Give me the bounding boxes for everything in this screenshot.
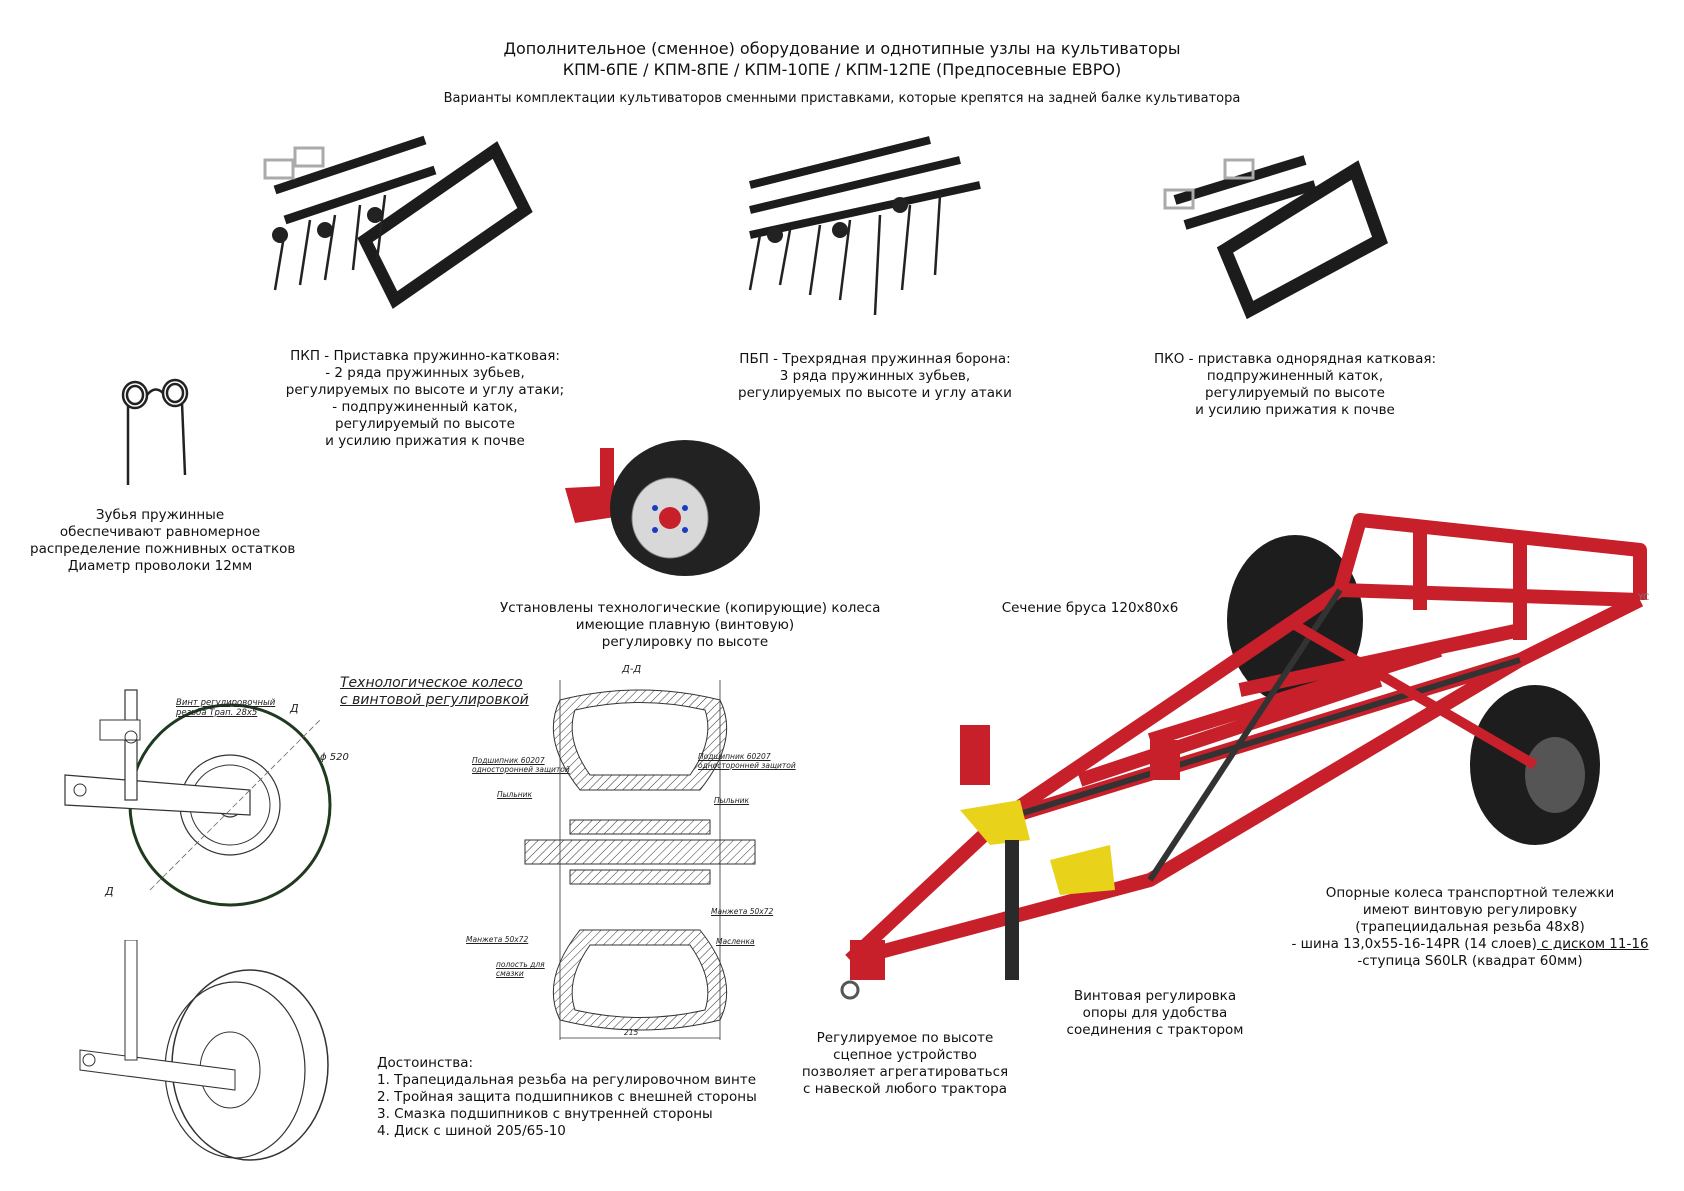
caption-line: - подпружиненный каток, [332, 399, 518, 415]
screw-label-line: Винт регулировочный [176, 698, 276, 708]
advantages-title: Достоинства: [377, 1055, 474, 1071]
spring-teeth-caption: Зубья пружинные обеспечивают равномерное… [30, 507, 296, 575]
label-line: односторонней защитой [698, 761, 796, 770]
pkp-caption: ПКП - Приставка пружинно-катковая: - 2 р… [260, 348, 590, 450]
tire-disc: с диском 11-16 [1536, 936, 1649, 952]
label-line: односторонней защитой [472, 765, 570, 774]
screw-label: Винт регулировочный резьба Трап. 28х5 [176, 698, 275, 718]
transport-frame-image [840, 513, 1647, 1000]
section-mark-bottom: Д [105, 885, 114, 898]
tire-line: - шина 13,0х55-16-14PR (14 слоев) с диск… [1270, 936, 1670, 953]
diameter-label: ϕ 520 [320, 752, 349, 763]
title-line-1: Дополнительное (сменное) оборудование и … [503, 39, 1181, 58]
label-line: Подшипник 60207 [472, 756, 545, 765]
header: Дополнительное (сменное) оборудование и … [0, 38, 1684, 80]
advantage-item: 1. Трапецидальная резьба на регулировочн… [377, 1072, 757, 1088]
beam-section-label: Сечение бруса 120х80х6 [1001, 600, 1179, 616]
advantages: Достоинства: 1. Трапецидальная резьба на… [377, 1055, 757, 1140]
wheel-iso-drawing [79, 940, 329, 1161]
drawing-title-line: Технологическое колесо [340, 675, 523, 691]
wheel-section-drawing [524, 680, 756, 1040]
section-mark-top: Д [290, 702, 299, 715]
cuff-left-label: Манжета 50х72 [466, 935, 529, 944]
caption-line: подпружиненный каток, [1206, 368, 1384, 384]
transport-caption: Опорные колеса транспортной тележки имею… [1270, 885, 1670, 970]
caption-line: соединения с трактором [1066, 1022, 1244, 1038]
bearing-left-label: Подшипник 60207 односторонней защитой [472, 756, 570, 774]
caption-line: Регулируемое по высоте [816, 1030, 994, 1046]
caption-line: ПКО - приставка однорядная катковая: [1153, 351, 1437, 367]
advantage-item: 3. Смазка подшипников с внутренней сторо… [377, 1106, 713, 1122]
section-title: Д-Д [622, 664, 642, 675]
caption-line: Зубья пружинные [95, 507, 225, 523]
corner-mark: YC [1638, 593, 1650, 603]
caption-line: 3 ряда пружинных зубьев, [779, 368, 971, 384]
pbp-caption: ПБП - Трехрядная пружинная борона: 3 ряд… [710, 351, 1040, 402]
caption-line: опоры для удобства [1082, 1005, 1228, 1021]
pbp-attachment-image [748, 136, 981, 316]
caption-line: имеющие плавную (винтовую) [575, 617, 795, 633]
hitch-caption: Регулируемое по высоте сцепное устройств… [790, 1030, 1020, 1098]
caption-line: с навеской любого трактора [802, 1081, 1008, 1097]
tire-spec: - шина 13,0х55-16-14PR (14 слоев) [1291, 936, 1537, 952]
caption-line: регулируемых по высоте и углу атаки [738, 385, 1012, 401]
caption-line: Опорные колеса транспортной тележки [1325, 885, 1615, 901]
hub-spec: -ступица S60LR (квадрат 60мм) [1357, 953, 1583, 969]
screw-label-line: резьба Трап. 28х5 [176, 708, 258, 718]
caption-line: регулируемый по высоте [1205, 385, 1385, 401]
caption-line: регулируемых по высоте и углу атаки; [285, 382, 565, 398]
dust-left-label: Пыльник [497, 790, 533, 799]
caption-line: Винтовая регулировка [1073, 988, 1237, 1004]
caption-line: регулировку по высоте [601, 634, 769, 650]
dust-right-label: Пыльник [714, 796, 750, 805]
advantage-item: 4. Диск с шиной 205/65-10 [377, 1123, 566, 1139]
width-dimension: 215 [624, 1028, 639, 1037]
title-line-2: КПМ-6ПЕ / КПМ-8ПЕ / КПМ-10ПЕ / КПМ-12ПЕ … [562, 60, 1122, 79]
bearing-right-label: Подшипник 60207 односторонней защитой [698, 752, 796, 770]
label-line: смазки [496, 969, 524, 978]
caption-line: регулируемый по высоте [335, 416, 515, 432]
caption-line: сцепное устройство [833, 1047, 977, 1063]
wheel-side-drawing [64, 689, 332, 907]
cuff-right-label: Манжета 50х72 [711, 907, 774, 916]
oiler-label: Масленка [716, 937, 755, 946]
label-line: полость для [496, 960, 545, 969]
caption-line: позволяет агрегатироваться [801, 1064, 1009, 1080]
drawing-title-line: с винтовой регулировкой [340, 692, 529, 708]
wheels-caption: Установлены технологические (копирующие)… [500, 600, 881, 651]
subtitle: Варианты комплектации культиваторов смен… [443, 91, 1241, 106]
caption-line: и усилию прижатия к почве [1195, 402, 1395, 418]
caption-line: Диаметр проволоки 12мм [67, 558, 253, 574]
pkp-attachment-image [263, 135, 533, 309]
caption-line: имеют винтовую регулировку [1362, 902, 1578, 918]
copy-wheel-image [565, 440, 760, 576]
advantage-item: 2. Тройная защита подшипников с внешней … [377, 1089, 757, 1105]
caption-line: Установлены технологические (копирующие)… [500, 600, 881, 616]
cavity-label: полость для смазки [496, 960, 545, 978]
pko-attachment-image [1163, 155, 1389, 320]
caption-line: (трапециидальная резьба 48х8) [1355, 919, 1585, 935]
drawing-title: Технологическое колесо с винтовой регули… [340, 675, 529, 709]
caption-line: ПБП - Трехрядная пружинная борона: [739, 351, 1011, 367]
caption-line: ПКП - Приставка пружинно-катковая: [290, 348, 560, 364]
spring-tooth-image [121, 378, 189, 485]
caption-line: - 2 ряда пружинных зубьев, [325, 365, 525, 381]
label-line: Подшипник 60207 [698, 752, 771, 761]
caption-line: распределение пожнивных остатков [30, 541, 296, 557]
pko-caption: ПКО - приставка однорядная катковая: под… [1130, 351, 1460, 419]
caption-line: и усилию прижатия к почве [325, 433, 525, 449]
support-screw-caption: Винтовая регулировка опоры для удобства … [1050, 988, 1260, 1039]
caption-line: обеспечивают равномерное [59, 524, 261, 540]
